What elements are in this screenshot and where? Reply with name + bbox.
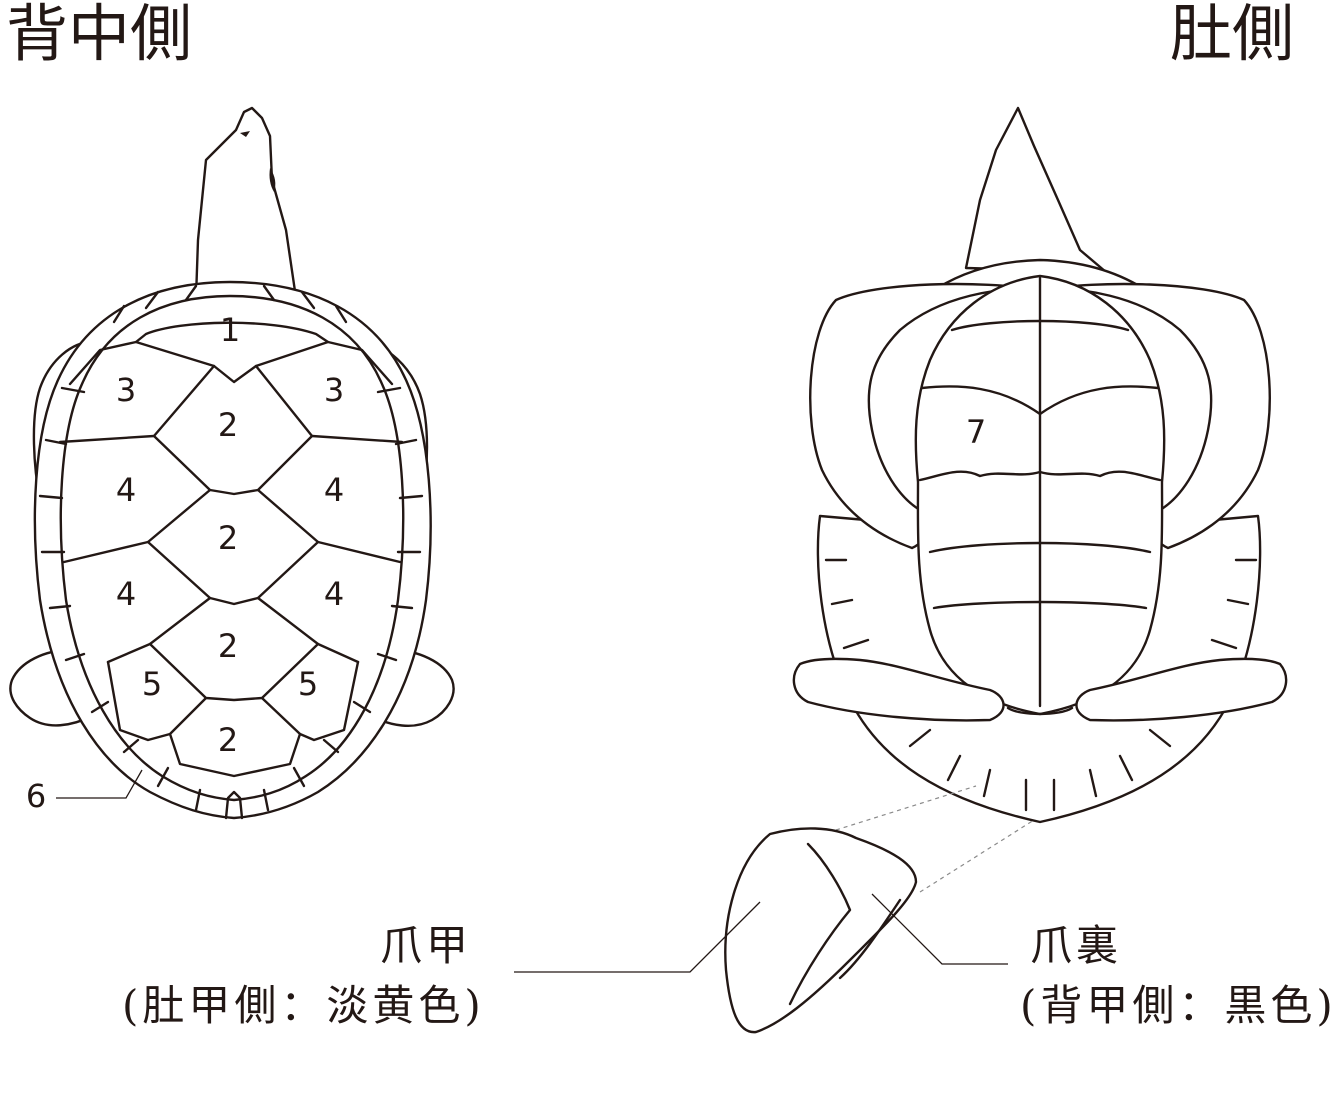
scute-number-6: 6 bbox=[26, 777, 46, 815]
scute-number-7: 7 bbox=[966, 413, 986, 451]
scute-number-4-lower-right: 4 bbox=[324, 575, 344, 613]
scute-number-1: 1 bbox=[220, 311, 240, 349]
ventral-left-hind-flipper bbox=[792, 657, 1005, 722]
ventral-turtle-view bbox=[792, 106, 1288, 824]
ventral-side-heading: 肚側 bbox=[1170, 0, 1294, 70]
scute-number-4-upper-right: 4 bbox=[324, 471, 344, 509]
scute-number-2-third: 2 bbox=[218, 627, 238, 665]
ventral-plastron-seams bbox=[918, 276, 1162, 708]
dorsal-turtle-view bbox=[9, 106, 455, 820]
dorsal-costal-scutes bbox=[58, 340, 404, 742]
claw-back-edge bbox=[838, 898, 902, 980]
scute-number-5-right: 5 bbox=[298, 665, 318, 703]
turtle-mouth-icon bbox=[269, 168, 276, 192]
scute-number-4-upper-left: 4 bbox=[116, 471, 136, 509]
claw-back-label: 爪裏 bbox=[1030, 921, 1122, 970]
turtle-eye-icon bbox=[240, 131, 250, 137]
claw-nail-note: (肚甲側：淡黄色) bbox=[122, 981, 485, 1030]
scute-number-2-second: 2 bbox=[218, 519, 238, 557]
scute-6-leader-line bbox=[56, 769, 143, 799]
dorsal-marginal-ring bbox=[59, 294, 405, 802]
claw-zoom-line-right bbox=[919, 819, 1035, 893]
claw-back-note: (背甲側：黒色) bbox=[1020, 981, 1337, 1030]
scute-number-4-lower-left: 4 bbox=[116, 575, 136, 613]
ventral-neck bbox=[964, 106, 1108, 274]
dorsal-carapace bbox=[33, 280, 432, 820]
ventral-right-hind-flipper bbox=[1075, 657, 1288, 722]
ventral-tail-region bbox=[1006, 706, 1074, 716]
nail-back-leader-line bbox=[871, 893, 1008, 965]
dorsal-side-heading: 背中側 bbox=[6, 0, 192, 70]
claw-nail-label: 爪甲 bbox=[380, 921, 472, 970]
claw-detail bbox=[514, 785, 1035, 1034]
scute-number-2-fourth: 2 bbox=[218, 721, 238, 759]
dorsal-neck bbox=[194, 106, 298, 300]
scute-number-3-right: 3 bbox=[324, 371, 344, 409]
ventral-marginal-dividers bbox=[824, 558, 1258, 812]
nail-leader-line bbox=[514, 901, 761, 973]
claw-zoom-line-left bbox=[835, 785, 977, 831]
scute-number-3-left: 3 bbox=[116, 371, 136, 409]
claw-inner-seam bbox=[788, 842, 852, 1006]
claw-nail-shape bbox=[724, 827, 918, 1034]
scute-number-2-first: 2 bbox=[218, 406, 238, 444]
dorsal-marginal-dividers bbox=[38, 284, 424, 820]
scute-number-5-left: 5 bbox=[142, 665, 162, 703]
